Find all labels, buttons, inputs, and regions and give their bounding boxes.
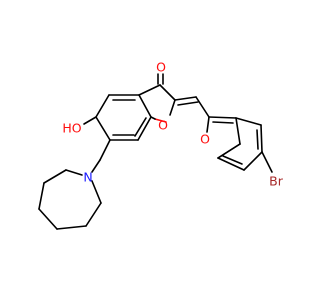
bond bbox=[261, 151, 273, 173]
bond bbox=[95, 116, 111, 141]
atom-labels: O O HO N O Br bbox=[62, 60, 283, 189]
bond bbox=[43, 169, 67, 184]
hydroxyl-label: HO bbox=[62, 121, 81, 136]
bond-double-inner bbox=[222, 155, 243, 165]
bond bbox=[217, 143, 241, 159]
bond bbox=[99, 139, 111, 161]
azepane-nitrogen-label: N bbox=[83, 170, 92, 185]
bond bbox=[208, 116, 237, 119]
bond bbox=[83, 116, 97, 125]
bond bbox=[260, 124, 263, 153]
bond-double-inner bbox=[177, 101, 199, 106]
structure-svg: O O HO N O Br bbox=[38, 60, 284, 230]
bond bbox=[169, 99, 176, 116]
bond bbox=[138, 94, 152, 118]
bond bbox=[138, 84, 161, 96]
bond bbox=[235, 117, 262, 126]
furanone-oxygen-label: O bbox=[158, 118, 168, 133]
bromine-label: Br bbox=[269, 174, 284, 189]
benzofuran-oxygen-label: O bbox=[200, 132, 210, 147]
bond-double-inner bbox=[256, 129, 259, 150]
bond bbox=[217, 157, 245, 171]
bond bbox=[206, 116, 210, 133]
bond bbox=[95, 94, 110, 118]
bond bbox=[91, 159, 101, 173]
bond bbox=[243, 151, 263, 171]
bond bbox=[235, 117, 241, 145]
carbonyl-oxygen-label: O bbox=[156, 60, 166, 75]
bond-double-inner bbox=[134, 117, 147, 137]
bond bbox=[154, 118, 167, 123]
bond-double-inner bbox=[212, 121, 234, 124]
bond bbox=[38, 208, 58, 230]
bond bbox=[56, 225, 87, 230]
bond-lines bbox=[38, 73, 273, 230]
bond bbox=[91, 180, 102, 204]
bond bbox=[65, 169, 83, 176]
bond bbox=[38, 182, 45, 210]
bond bbox=[85, 202, 102, 227]
bond bbox=[137, 116, 152, 141]
bond bbox=[195, 96, 210, 118]
bond bbox=[174, 96, 197, 101]
molecule-diagram: O O HO N O Br bbox=[38, 59, 284, 230]
bond bbox=[159, 84, 176, 101]
bond bbox=[150, 116, 156, 120]
